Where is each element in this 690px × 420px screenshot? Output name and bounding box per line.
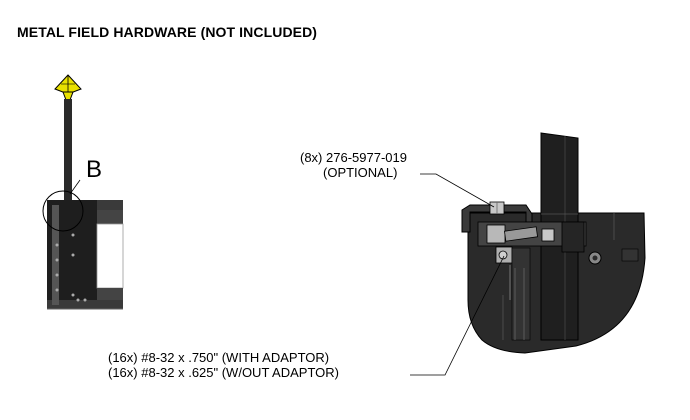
post: [64, 99, 72, 209]
post-tip: [54, 74, 82, 101]
callout-optional-part-number: (8x) 276-5977-019: [300, 150, 407, 165]
leader-screws: [410, 255, 505, 376]
overview-assembly: [42, 74, 124, 310]
detail-circle: [42, 190, 84, 232]
leader-optional-part: [420, 173, 495, 208]
leader-lines: [410, 173, 505, 376]
detail-leader: [69, 179, 81, 195]
callout-screw-without-adaptor: (16x) #8-32 x .625" (W/OUT ADAPTOR): [108, 365, 339, 380]
callout-screw-with-adaptor: (16x) #8-32 x .750" (WITH ADAPTOR): [108, 350, 330, 365]
callout-optional-note: (OPTIONAL): [323, 165, 398, 180]
diagram-title: METAL FIELD HARDWARE (NOT INCLUDED): [17, 24, 318, 40]
detail-label: B: [86, 156, 103, 183]
detail-view: [461, 132, 646, 354]
frame: [47, 200, 124, 310]
